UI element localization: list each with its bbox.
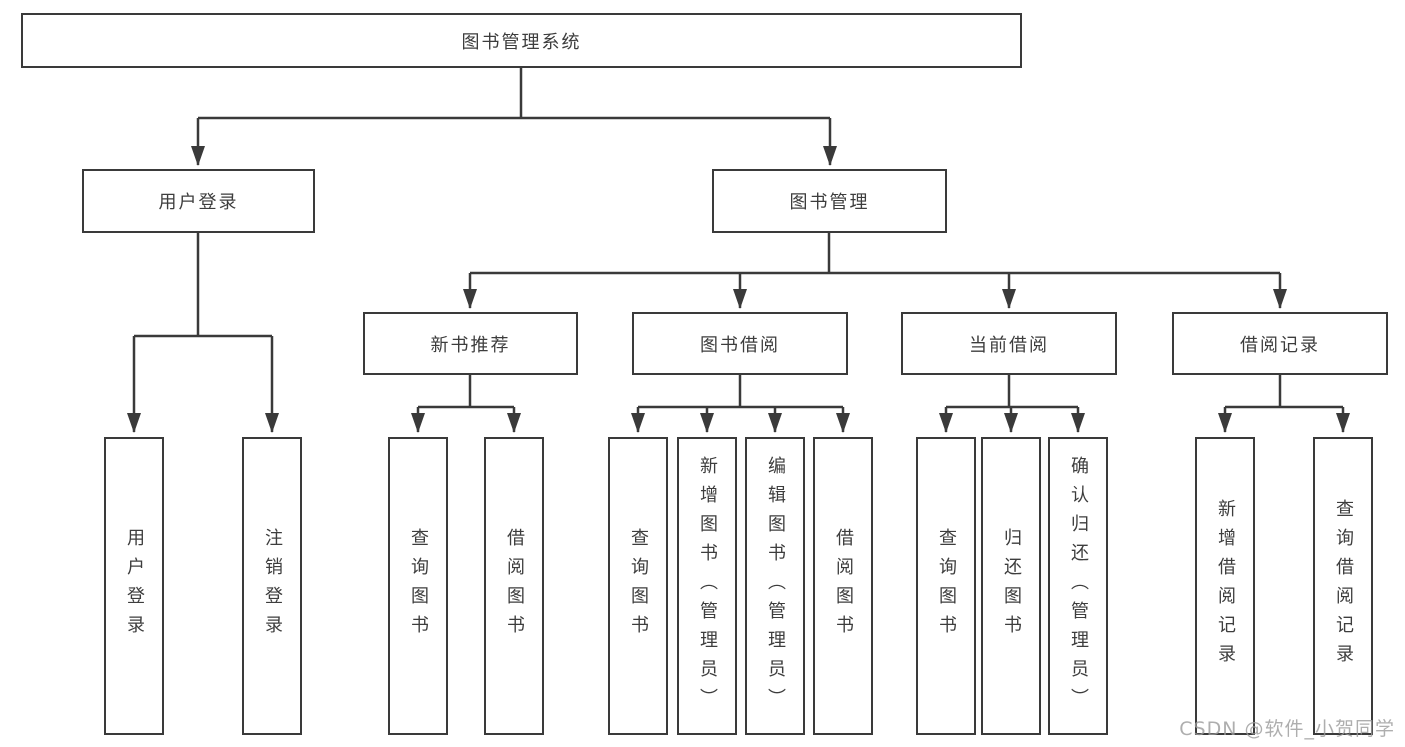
leaf-label: 确认归还（管理员） xyxy=(1068,455,1089,717)
leaf-label: 用户登录 xyxy=(124,528,145,644)
leaf-label: 注销登录 xyxy=(262,528,283,644)
node-book-borrowing: 图书借阅 xyxy=(632,312,848,375)
leaf-query-borrow-record: 查询借阅记录 xyxy=(1313,437,1373,735)
leaf-edit-books-admin: 编辑图书（管理员） xyxy=(745,437,805,735)
leaf-label: 归还图书 xyxy=(1001,528,1022,644)
node-current-borrowing: 当前借阅 xyxy=(901,312,1117,375)
leaf-label: 新增借阅记录 xyxy=(1215,499,1236,673)
leaf-label: 查询图书 xyxy=(936,528,957,644)
leaf-label: 编辑图书（管理员） xyxy=(765,455,786,717)
node-new-book-recommend: 新书推荐 xyxy=(363,312,578,375)
leaf-borrow-books-1: 借阅图书 xyxy=(484,437,544,735)
leaf-query-books-2: 查询图书 xyxy=(608,437,668,735)
node-user-login-branch: 用户登录 xyxy=(82,169,315,233)
leaf-label: 借阅图书 xyxy=(833,528,854,644)
node-book-management-branch: 图书管理 xyxy=(712,169,947,233)
leaf-query-books-1: 查询图书 xyxy=(388,437,448,735)
leaf-query-books-3: 查询图书 xyxy=(916,437,976,735)
leaf-add-books-admin: 新增图书（管理员） xyxy=(677,437,737,735)
leaf-label: 借阅图书 xyxy=(504,528,525,644)
leaf-label: 查询图书 xyxy=(628,528,649,644)
leaf-add-borrow-record: 新增借阅记录 xyxy=(1195,437,1255,735)
leaf-return-books: 归还图书 xyxy=(981,437,1041,735)
leaf-borrow-books-2: 借阅图书 xyxy=(813,437,873,735)
leaf-label: 新增图书（管理员） xyxy=(697,455,718,717)
leaf-confirm-return-admin: 确认归还（管理员） xyxy=(1048,437,1108,735)
leaf-logout: 注销登录 xyxy=(242,437,302,735)
node-borrowing-records: 借阅记录 xyxy=(1172,312,1388,375)
node-root: 图书管理系统 xyxy=(21,13,1022,68)
leaf-label: 查询图书 xyxy=(408,528,429,644)
leaf-user-login: 用户登录 xyxy=(104,437,164,735)
leaf-label: 查询借阅记录 xyxy=(1333,499,1354,673)
